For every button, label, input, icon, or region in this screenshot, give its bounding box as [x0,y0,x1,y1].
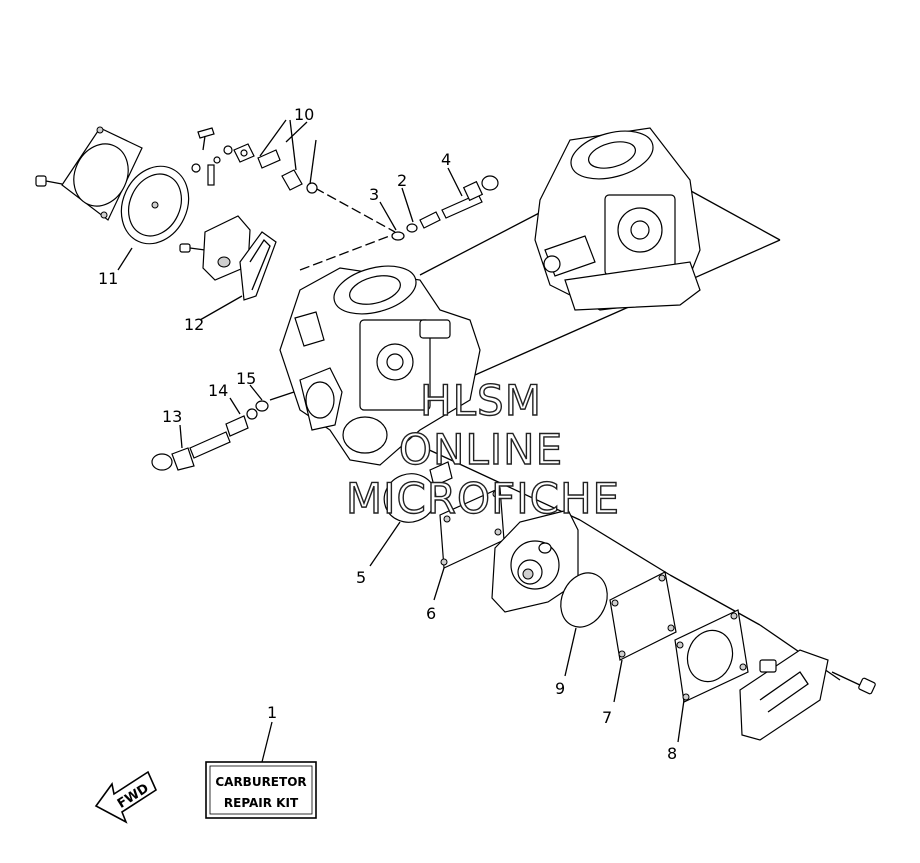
callout-numbers: 1 2 3 4 5 6 7 8 9 10 11 12 13 14 15 [98,105,677,763]
pump-body-and-gasket [179,215,277,301]
carburetor-body-front [279,265,481,466]
o-ring-gasket [383,461,453,523]
forward-direction-arrow: FWD [94,770,158,824]
callout-1: 1 [267,703,277,722]
callout-13: 13 [162,407,182,426]
callout-8: 8 [667,744,677,763]
callout-6: 6 [426,604,436,623]
watermark-line3: MICROFICHE [346,474,620,523]
callout-7: 7 [602,708,612,727]
pump-diaphragm-plate [609,571,677,661]
needle-valve-parts [191,127,318,194]
pump-gasket-plate [439,487,505,569]
callout-14: 14 [208,381,228,400]
callout-15: 15 [236,369,256,388]
carburetor-body-rear [534,127,701,311]
pilot-screw-parts [391,175,499,241]
callout-10: 10 [294,105,314,124]
diaphragm-cover-assembly [35,126,190,245]
pump-cover-gasket [674,609,749,703]
fuel-pump-body [491,509,579,613]
callout-5: 5 [356,568,366,587]
callout-9: 9 [555,679,565,698]
callout-leader-lines [117,119,685,763]
watermark-line1: HLSM [420,376,542,425]
repair-kit-line1: CARBURETOR [215,775,306,789]
watermark: HLSM ONLINE MICROFICHE [345,375,620,523]
callout-2: 2 [397,171,407,190]
watermark-line2: ONLINE [399,425,563,474]
callout-3: 3 [369,185,379,204]
callout-11: 11 [98,269,118,288]
callout-12: 12 [184,315,204,334]
callout-4: 4 [441,150,451,169]
pump-end-cover [739,649,876,741]
repair-kit-box: CARBURETOR REPAIR KIT [205,761,317,819]
repair-kit-line2: REPAIR KIT [224,796,299,810]
throttle-screw-parts [151,400,269,471]
pump-ring [560,572,608,628]
